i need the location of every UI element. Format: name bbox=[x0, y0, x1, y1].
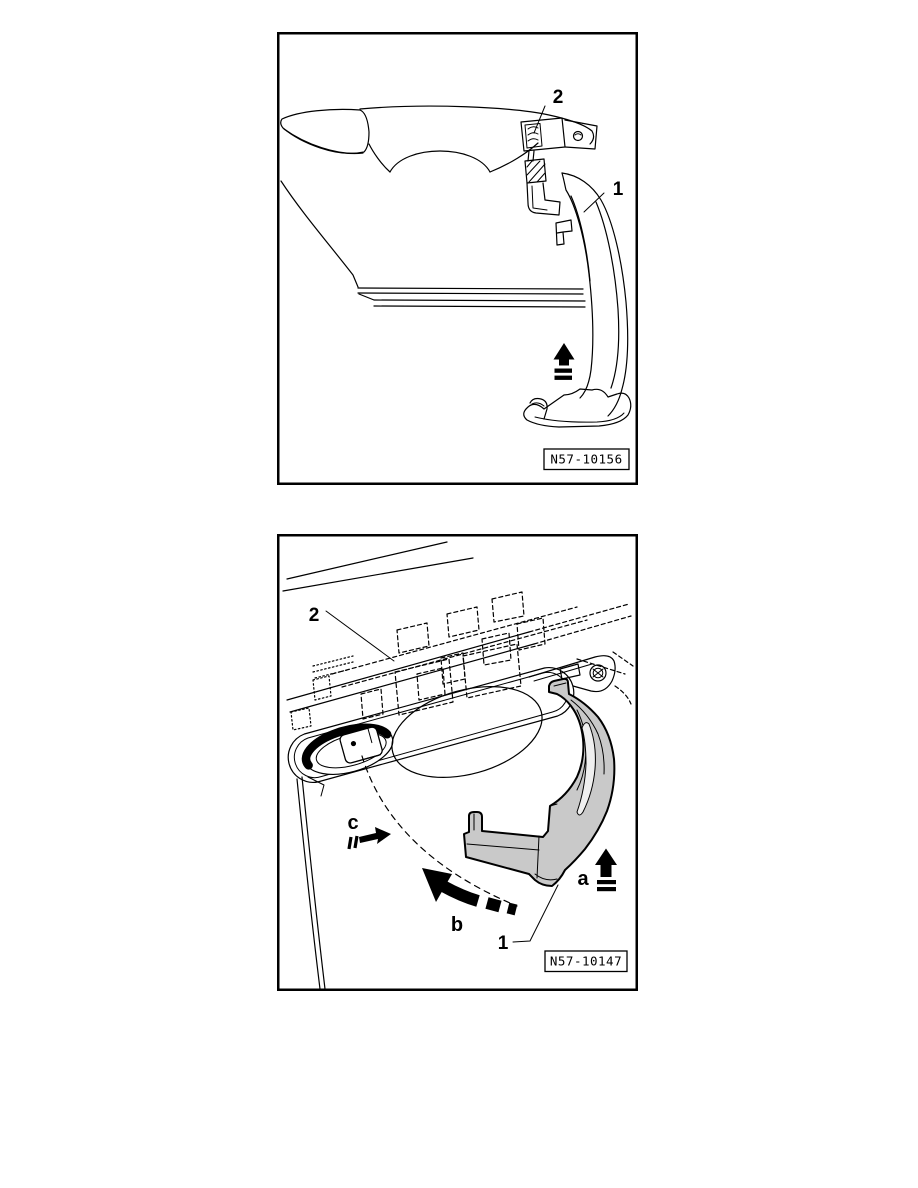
part-label-2: 2 bbox=[553, 87, 564, 108]
figure-caption: N57-10156 bbox=[543, 448, 630, 471]
part-label-1: 1 bbox=[613, 179, 624, 200]
figure-number: N57-10147 bbox=[550, 954, 622, 969]
figure-caption: N57-10147 bbox=[544, 950, 628, 973]
retaining-clip-drawing bbox=[524, 158, 561, 216]
leader-line-part2 bbox=[325, 610, 395, 662]
part-label-1: 1 bbox=[498, 933, 509, 954]
door-panel-drawing bbox=[280, 105, 598, 308]
direction-label-c: c bbox=[347, 812, 358, 834]
install-direction-arrow-icon bbox=[553, 343, 575, 380]
door-edge-drawing bbox=[296, 776, 326, 990]
install-direction-arrow-a-icon bbox=[595, 848, 617, 892]
figure-trim-removal: 2 1 N57-10156 bbox=[277, 32, 638, 485]
leader-line-part2 bbox=[533, 105, 546, 134]
direction-label-a: a bbox=[577, 868, 589, 890]
figure-frame bbox=[277, 32, 638, 485]
handle-installation-illustration: 2 1 a b c N57-10147 bbox=[277, 534, 638, 991]
trim-removal-illustration: 2 1 N57-10156 bbox=[277, 32, 638, 485]
grab-handle-drawing bbox=[463, 677, 616, 887]
door-release-bezel-drawing bbox=[287, 667, 575, 797]
leader-line-part1 bbox=[583, 192, 605, 213]
window-sill-drawing bbox=[282, 541, 474, 592]
figure-number: N57-10156 bbox=[550, 452, 622, 467]
handle-trim-drawing bbox=[523, 172, 632, 428]
figure-frame bbox=[277, 534, 638, 991]
leader-line-part1 bbox=[512, 884, 559, 943]
figure-handle-installation: 2 1 a b c N57-10147 bbox=[277, 534, 638, 991]
direction-label-b: b bbox=[451, 914, 463, 936]
press-direction-arrow-c-icon bbox=[347, 827, 391, 850]
swing-direction-arrow-b-icon bbox=[422, 868, 518, 916]
swing-path-line bbox=[361, 755, 518, 907]
handle-carrier-drawing bbox=[286, 591, 634, 731]
part-label-2: 2 bbox=[309, 605, 320, 626]
